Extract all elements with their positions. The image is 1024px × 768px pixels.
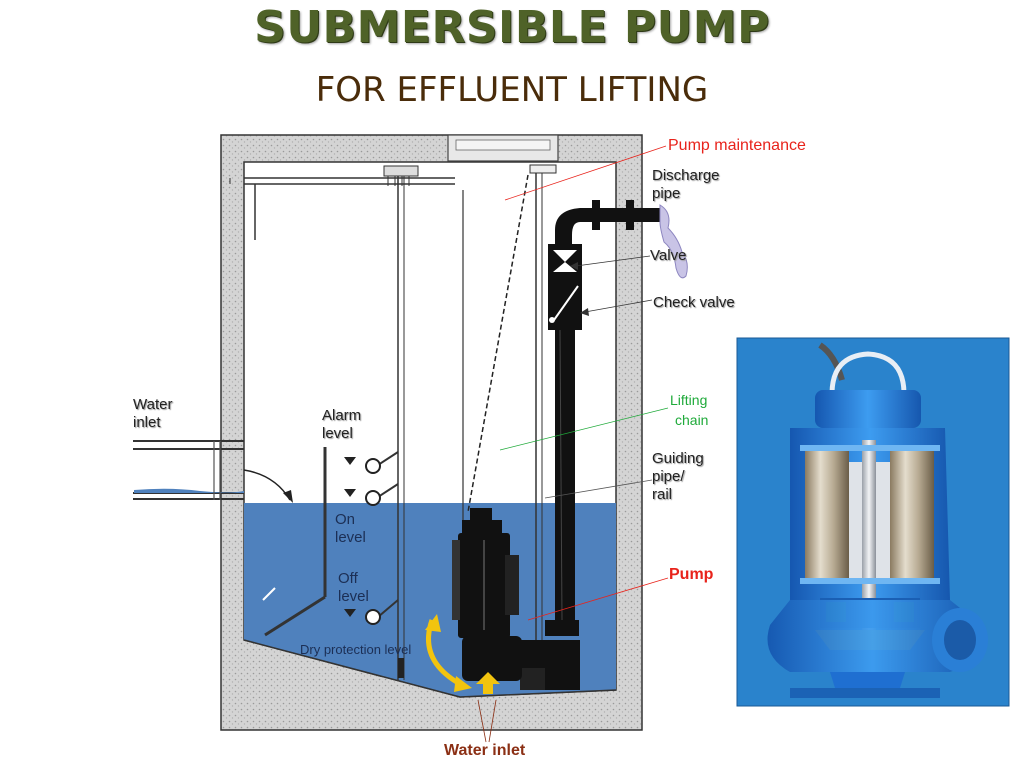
label-check-valve: Check valve bbox=[653, 294, 735, 311]
guide-rail bbox=[462, 164, 557, 640]
lifting-chain bbox=[467, 174, 529, 513]
label-discharge-pipe-line1: Discharge bbox=[652, 167, 720, 184]
label-water-inlet-left-line1: Water bbox=[133, 396, 173, 413]
leader-lines bbox=[477, 145, 669, 743]
label-off-level-line2: level bbox=[338, 588, 369, 605]
label-dry-protection-level: Dry protection level bbox=[300, 642, 412, 657]
label-water-inlet-left-line2: inlet bbox=[133, 414, 161, 431]
label-alarm-level-line1: Alarm bbox=[322, 407, 362, 424]
label-guiding-line1: Guiding bbox=[652, 450, 704, 467]
label-pump-maintenance: Pump maintenance bbox=[668, 137, 806, 154]
label-valve: Valve bbox=[650, 247, 687, 264]
page-title: SUBMERSIBLE PUMP bbox=[254, 2, 770, 53]
on-float bbox=[344, 483, 399, 506]
label-guiding-line2: pipe/ bbox=[652, 468, 685, 485]
label-lifting-chain-line2: chain bbox=[675, 412, 709, 428]
page-subtitle: FOR EFFLUENT LIFTING bbox=[315, 70, 709, 110]
pump-cutaway-image bbox=[736, 337, 1010, 707]
level-switches bbox=[262, 165, 419, 680]
discharge-pipe bbox=[520, 200, 660, 690]
off-float bbox=[344, 599, 399, 625]
label-off-level-line1: Off bbox=[338, 570, 358, 587]
flow-arrows bbox=[425, 614, 500, 694]
label-alarm-level-line2: level bbox=[322, 425, 353, 442]
label-pump: Pump bbox=[669, 566, 714, 583]
pit-pump bbox=[452, 508, 545, 681]
water-inlet-pipe bbox=[133, 440, 293, 503]
label-lifting-chain-line1: Lifting bbox=[670, 392, 708, 408]
alarm-float bbox=[344, 451, 399, 474]
label-on-level-line2: level bbox=[335, 529, 366, 546]
label-on-level-line1: On bbox=[335, 511, 356, 528]
label-water-inlet-bottom: Water inlet bbox=[444, 742, 526, 759]
effluent-flow bbox=[659, 204, 688, 279]
label-guiding-line3: rail bbox=[652, 486, 673, 503]
label-discharge-pipe-line2: pipe bbox=[652, 185, 681, 202]
